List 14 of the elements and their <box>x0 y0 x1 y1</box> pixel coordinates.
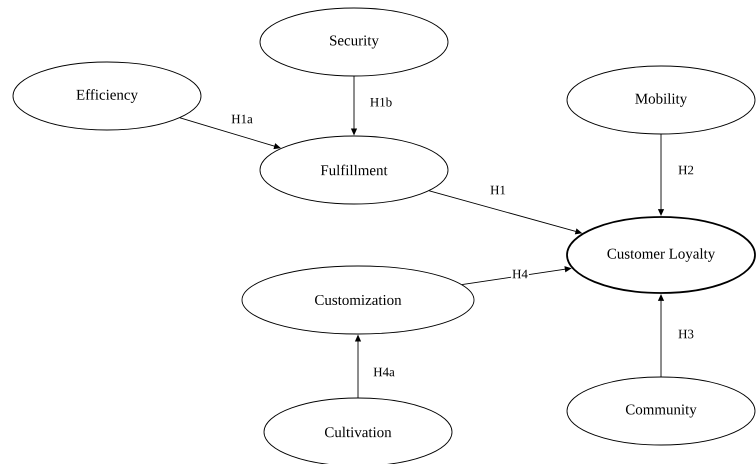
edge-label: H2 <box>677 164 695 176</box>
edge-label: H1a <box>230 114 254 124</box>
edge-label: H1 <box>489 184 507 196</box>
edge-label: H4 <box>511 268 529 280</box>
edge-label: H4a <box>372 366 396 378</box>
edge-label: H1b <box>368 96 394 108</box>
ellipse-node: Security <box>260 8 448 76</box>
ellipse-node: Customization <box>242 266 474 334</box>
ellipse-node: Community <box>566 376 756 446</box>
ellipse-node: Fulfillment <box>260 136 448 204</box>
edge-label: H3 <box>677 328 695 340</box>
ellipse-node: Customer Loyalty <box>566 216 756 294</box>
ellipse-node: Efficiency <box>12 62 202 130</box>
ellipse-node: Mobility <box>566 66 756 134</box>
